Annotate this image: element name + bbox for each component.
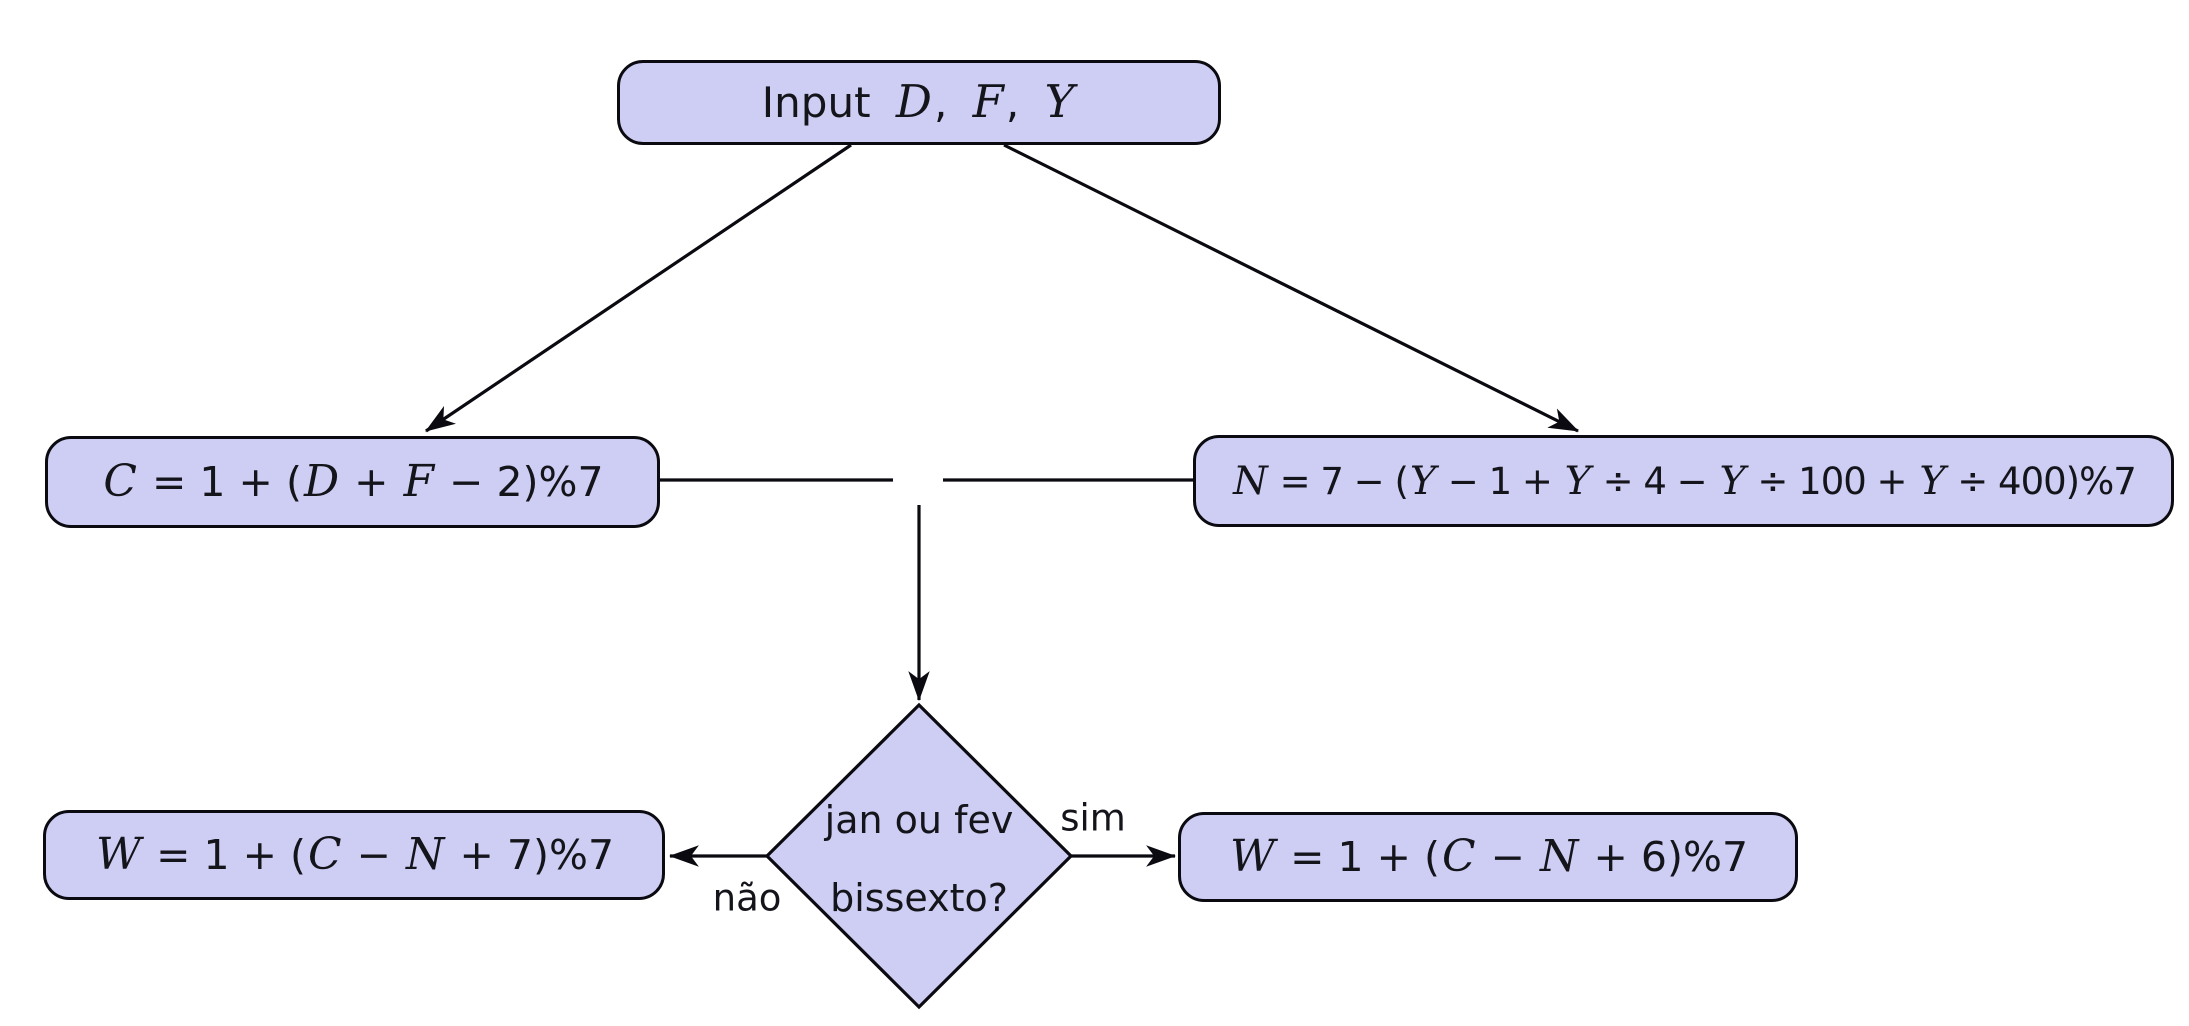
w-no-formula-node: W = 1 + (C − N + 7)%7 (43, 810, 665, 900)
input-node: Input D, F, Y (617, 60, 1221, 145)
n-formula-node: N = 7 − (Y − 1 + Y ÷ 4 − Y ÷ 100 + Y ÷ 4… (1193, 435, 2174, 527)
w-yes-formula-node: W = 1 + (C − N + 6)%7 (1178, 812, 1798, 902)
edge-input-to-c (425, 143, 852, 433)
c-formula-label: C = 1 + (D + F − 2)%7 (103, 456, 604, 507)
edge-label-nao: não (712, 876, 782, 920)
input-node-label: Input D, F, Y (761, 75, 1075, 128)
decision-text-line1: jan ou fev (824, 798, 1014, 842)
c-formula-node: C = 1 + (D + F − 2)%7 (45, 436, 660, 528)
decision-text-line2: bissexto? (830, 876, 1008, 920)
edge-label-sim: sim (1060, 796, 1126, 840)
w-yes-formula-label: W = 1 + (C − N + 6)%7 (1229, 831, 1749, 882)
n-formula-label: N = 7 − (Y − 1 + Y ÷ 4 − Y ÷ 100 + Y ÷ 4… (1233, 457, 2137, 504)
decision-diamond-shape (764, 702, 1074, 1010)
w-no-formula-label: W = 1 + (C − N + 7)%7 (95, 829, 615, 880)
edge-input-to-n (1003, 143, 1579, 433)
